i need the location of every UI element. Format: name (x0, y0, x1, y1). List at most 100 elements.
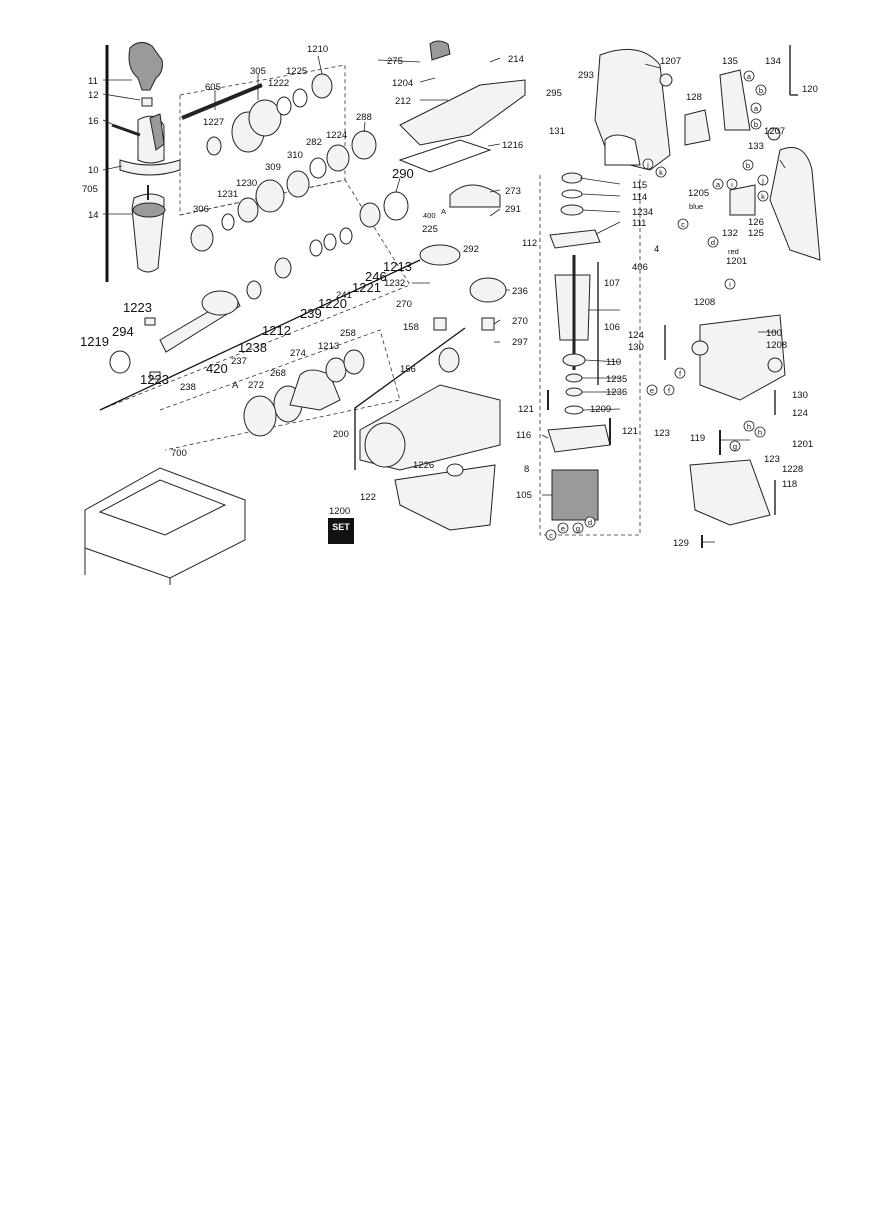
label-237: 237 (231, 356, 247, 367)
connector-k-1: k (655, 166, 667, 178)
label-118: 118 (782, 479, 797, 490)
label-1219: 1219 (80, 334, 109, 349)
set-badge-text: SET (332, 522, 350, 532)
connector-a-3: a (712, 178, 724, 190)
label-1212: 1212 (262, 323, 291, 338)
label-122: 122 (360, 492, 376, 503)
label-406: 406 (632, 262, 648, 273)
connector-k-2: k (757, 190, 769, 202)
svg-text:i: i (731, 180, 733, 189)
label-1232: 1232 (384, 278, 405, 289)
label-1207-b: 1207 (764, 126, 785, 137)
label-120: 120 (802, 84, 818, 95)
svg-text:h: h (758, 428, 762, 437)
label-158: 158 (403, 322, 419, 333)
svg-text:e: e (561, 524, 565, 533)
label-272: 272 (248, 380, 264, 391)
label-420: 420 (206, 361, 228, 376)
gear-clutch-group (159, 329, 401, 451)
label-306: 306 (193, 204, 209, 215)
label-1236: 1236 (606, 387, 627, 398)
svg-text:j: j (646, 160, 649, 169)
svg-text:g: g (576, 524, 580, 533)
connector-d-1: d (707, 236, 719, 248)
connector-g-2: g (572, 522, 584, 534)
label-1210: 1210 (307, 44, 328, 55)
side-handle-group (105, 42, 181, 282)
label-128: 128 (686, 92, 702, 103)
label-1209: 1209 (590, 404, 611, 415)
connector-a-1: a (743, 70, 755, 82)
connector-f-1: f (674, 367, 686, 379)
label-A-2: A (441, 207, 446, 216)
label-112: 112 (522, 238, 537, 249)
label-red: red (728, 247, 739, 256)
label-1234: 1234 (632, 207, 653, 218)
svg-text:f: f (679, 369, 682, 378)
label-310: 310 (287, 150, 303, 161)
label-1221: 1221 (352, 280, 381, 295)
label-126: 126 (748, 217, 764, 228)
label-293: 293 (578, 70, 594, 81)
label-1200: 1200 (329, 506, 350, 517)
label-107: 107 (604, 278, 620, 289)
connector-b-2: b (750, 118, 762, 130)
connector-g-1: g (729, 440, 741, 452)
label-156: 156 (400, 364, 416, 375)
connector-h-1: h (743, 420, 755, 432)
label-1201-a: 1201 (726, 256, 747, 267)
label-131: 131 (549, 126, 565, 137)
part-labels: 11 12 16 10 705 14 605 305 1222 1225 121… (80, 44, 818, 549)
svg-text:b: b (759, 86, 763, 95)
label-1213-a: 1213 (383, 259, 412, 274)
label-246: 246 (365, 269, 387, 284)
label-1222: 1222 (268, 78, 289, 89)
label-212: 212 (395, 96, 411, 107)
label-288: 288 (356, 112, 372, 123)
svg-text:i: i (729, 280, 731, 289)
svg-text:c: c (549, 531, 553, 540)
label-1208-a: 1208 (694, 297, 715, 308)
connector-e-2: e (557, 522, 569, 534)
label-700: 700 (171, 448, 187, 459)
label-270-a: 270 (396, 299, 412, 310)
label-12: 12 (88, 90, 99, 101)
svg-text:h: h (747, 422, 751, 431)
connector-b-3: b (742, 159, 754, 171)
label-1213-b: 1213 (318, 341, 339, 352)
leader-lines (102, 55, 786, 543)
label-400: 400 (423, 211, 436, 220)
label-11: 11 (88, 76, 98, 87)
label-1224: 1224 (326, 130, 347, 141)
label-111: 111 (632, 218, 646, 229)
svg-text:k: k (761, 192, 765, 201)
motor-group (539, 172, 641, 536)
connector-b-1: b (755, 84, 767, 96)
label-1207-a: 1207 (660, 56, 681, 67)
label-1220: 1220 (318, 296, 347, 311)
label-132: 132 (722, 228, 738, 239)
label-270-b: 270 (512, 316, 528, 327)
label-106: 106 (604, 322, 620, 333)
label-705: 705 (82, 184, 98, 195)
connector-c-2: c (545, 529, 557, 541)
handle-switch-group (594, 45, 821, 548)
connector-a-2: a (750, 102, 762, 114)
label-10: 10 (88, 165, 99, 176)
label-110: 110 (606, 357, 621, 368)
label-1226: 1226 (413, 460, 434, 471)
svg-text:e: e (650, 386, 654, 395)
label-129: 129 (673, 538, 689, 549)
label-605: 605 (205, 82, 221, 93)
connector-j-1: j (642, 158, 654, 170)
label-258: 258 (340, 328, 356, 339)
label-121-a: 121 (518, 404, 534, 415)
label-241: 241 (336, 290, 352, 301)
label-A-1: A (232, 380, 239, 391)
svg-text:f: f (668, 386, 671, 395)
label-14: 14 (88, 210, 99, 221)
label-294: 294 (112, 324, 134, 339)
label-130-b: 130 (792, 390, 808, 401)
label-1216: 1216 (502, 140, 523, 151)
connector-j-2: j (757, 174, 769, 186)
